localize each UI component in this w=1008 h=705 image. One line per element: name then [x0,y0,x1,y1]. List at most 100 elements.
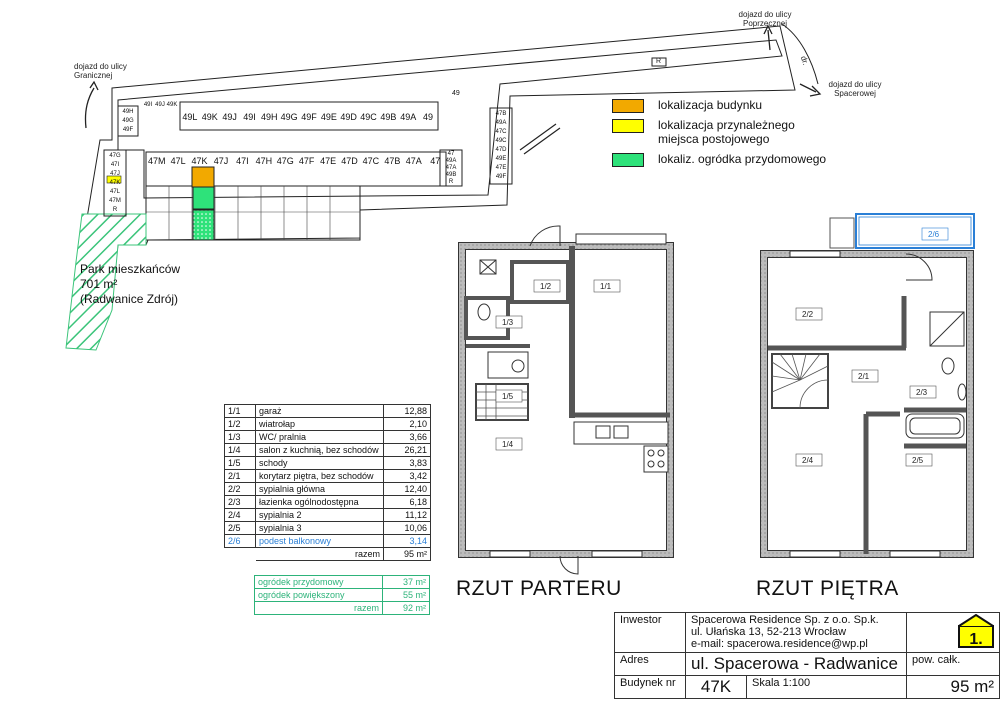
room-area: 12,88 [383,404,431,418]
street-curve [781,23,819,85]
room-area: 11,12 [383,508,431,522]
garden-47k-extended [192,209,215,241]
parking-label: 47E [495,165,507,171]
room-area: 2,10 [383,417,431,431]
total-row: razem 95 m² [225,547,431,561]
investor-line1: Spacerowa Residence Sp. z o.o. Sp.k. [691,614,879,626]
garden-area: 92 m² [382,601,430,615]
room-name: podest balkonowy [255,534,384,548]
unit-label: 47D [341,156,358,166]
gf-garage-door [575,233,667,245]
unit-label: 49D [340,112,357,122]
room-area: 6,18 [383,495,431,509]
room-label-boxes [495,227,949,467]
parking-label: 47G [109,153,121,159]
unit-label: 47F [298,156,315,166]
plan-room-1-2: 1/2 [540,282,552,291]
first-floor-plan [760,213,975,558]
unit-label: 47G [276,156,294,166]
unit-label: 49K [201,112,218,122]
room-id: 2/3 [224,495,256,509]
investor-line2: ul. Ułańska 13, 52-213 Wrocław [691,626,847,638]
ground-floor-title: RZUT PARTERU [456,577,622,600]
access-label-granicznej: dojazd do ulicy Granicznej [74,62,127,80]
room-id: 2/2 [224,482,256,496]
garden-name: razem [254,601,383,615]
room-name: sypialnia 2 [255,508,384,522]
parking-label: 49A [495,120,507,126]
plan-room-1-5: 1/5 [502,392,514,401]
unit-label: 49 [423,112,434,122]
plan-room-1-1: 1/1 [600,282,612,291]
right-parking-strip-1 [489,107,513,185]
parking-label: 49F [495,174,507,180]
room-name: sypialnia główna [255,482,384,496]
unit-label: 47 [430,156,441,166]
unit-label: 47C [362,156,380,166]
unit-label: 49H [261,112,278,122]
legend-parking: lokalizacja przynależnego miejsca postoj… [612,118,808,146]
left-parking-strip [103,149,127,217]
legend-garden-label: lokaliz. ogródka przydomowego [658,152,827,166]
ff-stairs [771,353,829,409]
access-arrow-poprzecznej [767,29,771,51]
plan-room-2-3: 2/3 [916,388,928,397]
legend-building-swatch [612,99,644,113]
room-name: salon z kuchnią, bez schodów [255,443,384,457]
parking-label: 47M [109,198,121,204]
scale-value: Skala 1:100 [746,675,907,699]
total-label: razem [255,547,384,561]
first-floor-title: RZUT PIĘTRA [756,577,899,600]
parking-label: 47D [495,147,507,153]
garden-area: 55 m² [382,588,430,602]
parking-label: R [112,207,118,213]
unit-label: 49J [155,102,165,108]
unit-label: 49L [182,112,198,122]
legend-building-label: lokalizacja budynku [658,98,763,112]
park-name: Park mieszkańców [80,262,181,276]
unit-label: 49J [222,112,237,122]
unit-label: 47E [320,156,337,166]
room-id: 1/2 [224,417,256,431]
logo-text: 1. [969,631,982,648]
unit-label: 49A [400,112,417,122]
room-area: 12,40 [383,482,431,496]
room-name: garaż [255,404,384,418]
unit-label: 49F [301,112,317,122]
parking-label: 49A [445,158,457,164]
unit-label: 47I [236,156,249,166]
parking-label: 49C [495,138,507,144]
unit-label: 49G [280,112,298,122]
total-value: 95 m² [383,547,431,561]
room-area: 3,14 [383,534,431,548]
unit-label: 49C [360,112,377,122]
room-id: 1/4 [224,443,256,457]
room-area: 10,06 [383,521,431,535]
garden-name: ogródek powiększony [254,588,383,602]
parking-label: 47L [109,189,120,195]
unit-label: 47K [191,156,208,166]
room-area: 3,83 [383,456,431,470]
building-label: Budynek nr [614,675,686,699]
row-47-gardens [145,185,361,241]
legend-garden: lokaliz. ogródka przydomowego [612,152,826,167]
unit-label: 49K [166,102,178,108]
parking-R-top [651,57,667,67]
parking-label: 49H [122,109,134,115]
unit-label: 49B [380,112,397,122]
investor-line3: e-mail: spacerowa.residence@wp.pl [691,638,868,650]
room-id: 1/3 [224,430,256,444]
slope-marks [519,123,561,155]
gf-cooktop [643,445,669,473]
garden-lines [146,186,360,240]
corner-unit-label: 49 [452,90,460,97]
